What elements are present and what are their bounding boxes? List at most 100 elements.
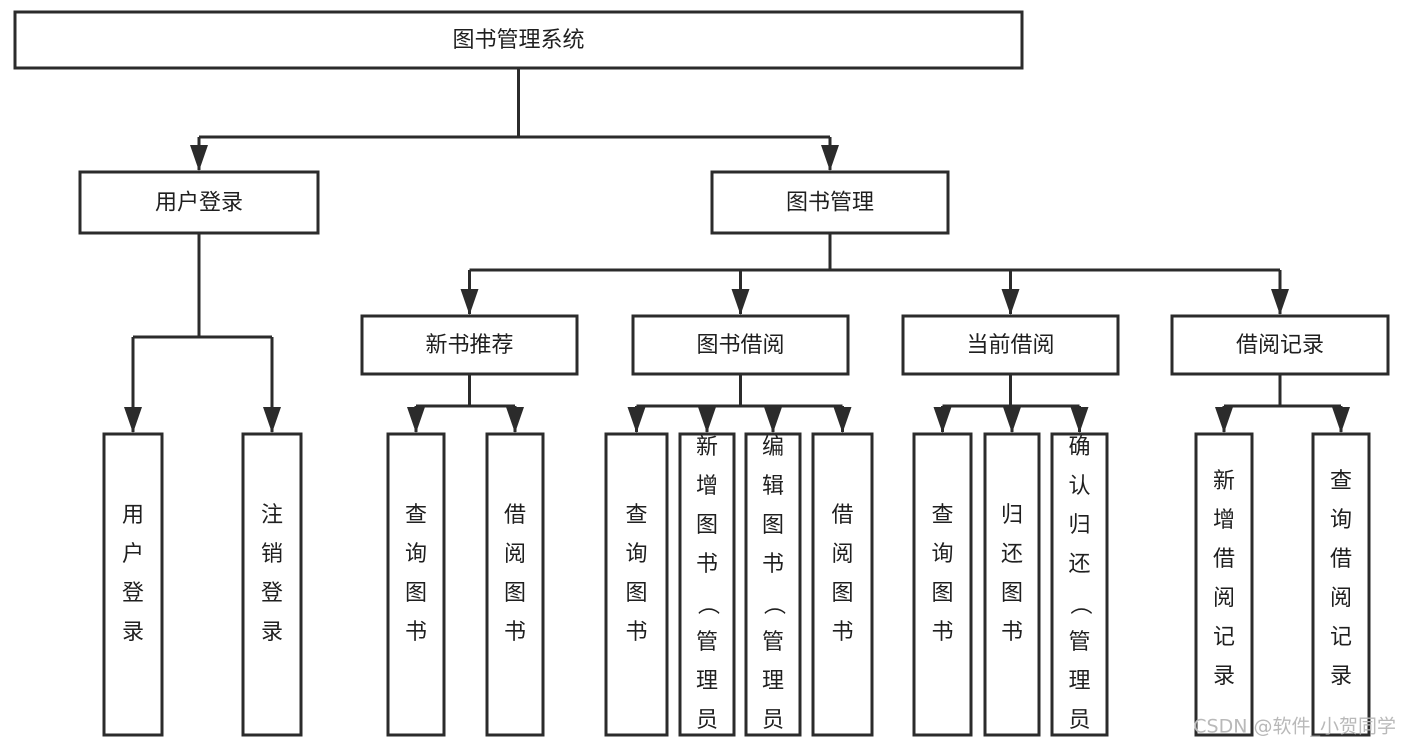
node-borrow-record[interactable]: 借阅记录 — [1170, 314, 1390, 376]
node-book-manage[interactable]: 图书管理 — [710, 170, 950, 235]
csdn-watermark: CSDN @软件_小贺同学 — [1193, 716, 1396, 738]
node-rect[interactable] — [1170, 314, 1390, 376]
leaf-node-rect[interactable] — [744, 432, 802, 737]
leaf-label-glyph: 理 — [696, 669, 718, 694]
leaf-label-glyph: 书 — [405, 620, 427, 645]
leaf-label-glyph: 员 — [696, 708, 718, 733]
arrow-head-icon — [1070, 407, 1089, 433]
leaf-label-glyph: 确 — [1068, 435, 1090, 460]
node-book-borrow[interactable]: 图书借阅 — [631, 314, 850, 376]
leaf-node-rect[interactable] — [1194, 432, 1254, 737]
arrow-head-icon — [627, 407, 646, 433]
node-rect[interactable] — [901, 314, 1120, 376]
leaf-label-glyph: 图 — [1001, 581, 1023, 606]
arrow-head-icon — [731, 289, 750, 315]
node-rect[interactable] — [13, 10, 1024, 70]
leaf-node-rect[interactable] — [485, 432, 545, 737]
leaf-label-glyph: 阅 — [1330, 586, 1352, 611]
leaf-label-glyph: 借 — [1213, 547, 1235, 572]
node-label: 新书推荐 — [425, 333, 513, 358]
leaf-label-glyph: 询 — [625, 542, 647, 567]
leaf-label-glyph: 图 — [504, 581, 526, 606]
leaf-node-rect[interactable] — [386, 432, 446, 737]
leaf-node-rect[interactable] — [678, 432, 736, 737]
leaf-label-glyph: 员 — [762, 708, 784, 733]
leaf-node-rect[interactable] — [983, 432, 1041, 737]
node-current-borrow[interactable]: 当前借阅 — [901, 314, 1120, 376]
leaf-label-glyph: 录 — [261, 620, 283, 645]
leaf-label-glyph: 询 — [931, 542, 953, 567]
node-new-book-rec[interactable]: 新书推荐 — [360, 314, 579, 376]
leaf-node-rect[interactable] — [241, 432, 303, 737]
leaf-label-glyph: 增 — [696, 474, 718, 499]
arrow-head-icon — [833, 407, 852, 433]
node-layer: 图书管理系统用户登录图书管理新书推荐图书借阅当前借阅借阅记录用户登录注销登录查询… — [13, 10, 1390, 747]
watermark-layer: CSDN @软件_小贺同学 — [1193, 716, 1396, 738]
arrow-head-icon — [1271, 289, 1289, 315]
node-root[interactable]: 图书管理系统 — [13, 10, 1024, 70]
node-rect[interactable] — [78, 170, 320, 235]
leaf-node-rect[interactable] — [1050, 432, 1109, 737]
node-leaf-user-login[interactable]: 用户登录 — [102, 432, 164, 737]
leaf-label-glyph: 书 — [762, 552, 784, 577]
arrow-head-icon — [1001, 289, 1020, 315]
leaf-node-rect[interactable] — [912, 432, 973, 737]
leaf-label-glyph: 记 — [1213, 625, 1235, 650]
leaf-label-glyph: 询 — [1330, 508, 1352, 533]
node-label: 图书管理 — [786, 191, 874, 216]
leaf-label-glyph: 管 — [1068, 630, 1090, 655]
leaf-label-glyph: 销 — [261, 542, 283, 567]
node-label: 借阅记录 — [1236, 333, 1324, 358]
node-rect[interactable] — [710, 170, 950, 235]
leaf-node-rect[interactable] — [1311, 432, 1371, 737]
arrow-head-icon — [506, 407, 524, 433]
arrow-head-icon — [821, 145, 839, 171]
leaf-label-glyph: 记 — [1330, 625, 1352, 650]
arrow-head-icon — [407, 407, 425, 433]
leaf-label-glyph: 查 — [625, 503, 647, 528]
node-label: 图书借阅 — [696, 333, 784, 358]
node-rect[interactable] — [631, 314, 850, 376]
leaf-label-glyph: 户 — [122, 542, 144, 567]
leaf-node-rect[interactable] — [604, 432, 669, 737]
leaf-label-glyph: 编 — [762, 435, 784, 460]
node-rect[interactable] — [360, 314, 579, 376]
leaf-label-glyph: （ — [1067, 593, 1092, 615]
leaf-label-glyph: 书 — [625, 620, 647, 645]
leaf-label-glyph: 录 — [1330, 664, 1352, 689]
leaf-label-glyph: 理 — [1068, 669, 1090, 694]
arrow-head-icon — [1215, 407, 1233, 433]
leaf-label-glyph: 认 — [1068, 474, 1090, 499]
leaf-label-glyph: 登 — [261, 581, 283, 606]
leaf-label-glyph: 书 — [1001, 620, 1023, 645]
arrow-head-icon — [1332, 407, 1350, 433]
leaf-label-glyph: 查 — [405, 503, 427, 528]
node-user-login[interactable]: 用户登录 — [78, 170, 320, 235]
leaf-label-glyph: 增 — [1213, 508, 1235, 533]
leaf-label-glyph: 登 — [122, 581, 144, 606]
leaf-node-rect[interactable] — [102, 432, 164, 737]
arrow-head-icon — [764, 407, 782, 433]
leaf-label-glyph: 阅 — [831, 542, 853, 567]
leaf-node-rect[interactable] — [811, 432, 874, 737]
leaf-label-glyph: 归 — [1068, 513, 1090, 538]
leaf-label-glyph: 阅 — [1213, 586, 1235, 611]
